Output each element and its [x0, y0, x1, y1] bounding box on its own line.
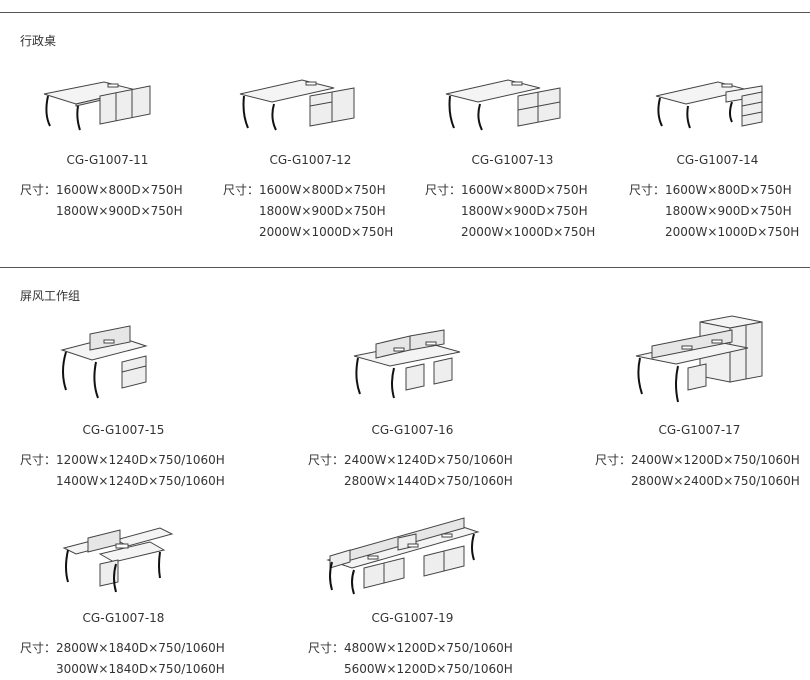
spec-block: 尺寸：1600W×800D×750H 1800W×900D×750H 2000W… [223, 180, 393, 243]
spec-value: 2400W×1200D×750/1060H [631, 453, 800, 467]
model-name: CG-G1007-15 [82, 423, 165, 437]
product-image [353, 329, 461, 399]
product-image [43, 81, 151, 131]
spec-value: 4800W×1200D×750/1060H [344, 641, 513, 655]
model-name: CG-G1007-19 [371, 611, 454, 625]
model-name: CG-G1007-14 [676, 153, 759, 167]
spec-label: 尺寸： [595, 453, 632, 467]
spec-label: 尺寸： [20, 453, 57, 467]
spec-block: 尺寸：1200W×1240D×750/1060H 1400W×1240D×750… [20, 450, 225, 492]
product-image [62, 527, 174, 593]
spec-value: 1800W×900D×750H [56, 204, 183, 218]
model-name: CG-G1007-18 [82, 611, 165, 625]
spec-value: 1800W×900D×750H [259, 204, 386, 218]
product-image [239, 79, 355, 131]
product-image [326, 517, 480, 595]
spec-label: 尺寸： [308, 641, 345, 655]
product-image [60, 325, 148, 399]
model-name: CG-G1007-12 [269, 153, 352, 167]
spec-block: 尺寸：1600W×800D×750H 1800W×900D×750H 2000W… [629, 180, 799, 243]
spec-value: 1600W×800D×750H [259, 183, 386, 197]
model-name: CG-G1007-11 [66, 153, 149, 167]
spec-value: 2800W×1440D×750/1060H [344, 474, 513, 488]
spec-block: 尺寸：2400W×1240D×750/1060H 2800W×1440D×750… [308, 450, 513, 492]
spec-value: 5600W×1200D×750/1060H [344, 662, 513, 676]
model-name: CG-G1007-16 [371, 423, 454, 437]
spec-value: 2000W×1000D×750H [259, 225, 394, 239]
section-title-workstation-group: 屏风工作组 [20, 289, 81, 303]
spec-label: 尺寸： [20, 183, 57, 197]
spec-value: 2400W×1240D×750/1060H [344, 453, 513, 467]
spec-value: 2000W×1000D×750H [665, 225, 800, 239]
model-name: CG-G1007-13 [471, 153, 554, 167]
section-divider [0, 267, 810, 268]
spec-value: 1800W×900D×750H [461, 204, 588, 218]
spec-value: 1800W×900D×750H [665, 204, 792, 218]
spec-value: 2800W×1840D×750/1060H [56, 641, 225, 655]
spec-value: 1400W×1240D×750/1060H [56, 474, 225, 488]
spec-label: 尺寸： [425, 183, 462, 197]
spec-block: 尺寸：2400W×1200D×750/1060H 2800W×2400D×750… [595, 450, 800, 492]
spec-value: 1600W×800D×750H [56, 183, 183, 197]
spec-label: 尺寸： [20, 641, 57, 655]
product-image [445, 79, 561, 131]
spec-block: 尺寸：1600W×800D×750H 1800W×900D×750H 2000W… [425, 180, 595, 243]
product-image [635, 315, 763, 403]
spec-label: 尺寸： [308, 453, 345, 467]
product-image [655, 81, 763, 129]
model-name: CG-G1007-17 [658, 423, 741, 437]
spec-block: 尺寸：4800W×1200D×750/1060H 5600W×1200D×750… [308, 638, 513, 680]
spec-value: 1600W×800D×750H [461, 183, 588, 197]
spec-label: 尺寸： [629, 183, 666, 197]
section-title-executive-desk: 行政桌 [20, 34, 57, 48]
spec-value: 2800W×2400D×750/1060H [631, 474, 800, 488]
spec-block: 尺寸：2800W×1840D×750/1060H 3000W×1840D×750… [20, 638, 225, 680]
spec-value: 3000W×1840D×750/1060H [56, 662, 225, 676]
spec-label: 尺寸： [223, 183, 260, 197]
spec-block: 尺寸：1600W×800D×750H 1800W×900D×750H [20, 180, 183, 222]
top-divider [0, 12, 810, 13]
spec-value: 1600W×800D×750H [665, 183, 792, 197]
spec-value: 1200W×1240D×750/1060H [56, 453, 225, 467]
spec-value: 2000W×1000D×750H [461, 225, 596, 239]
